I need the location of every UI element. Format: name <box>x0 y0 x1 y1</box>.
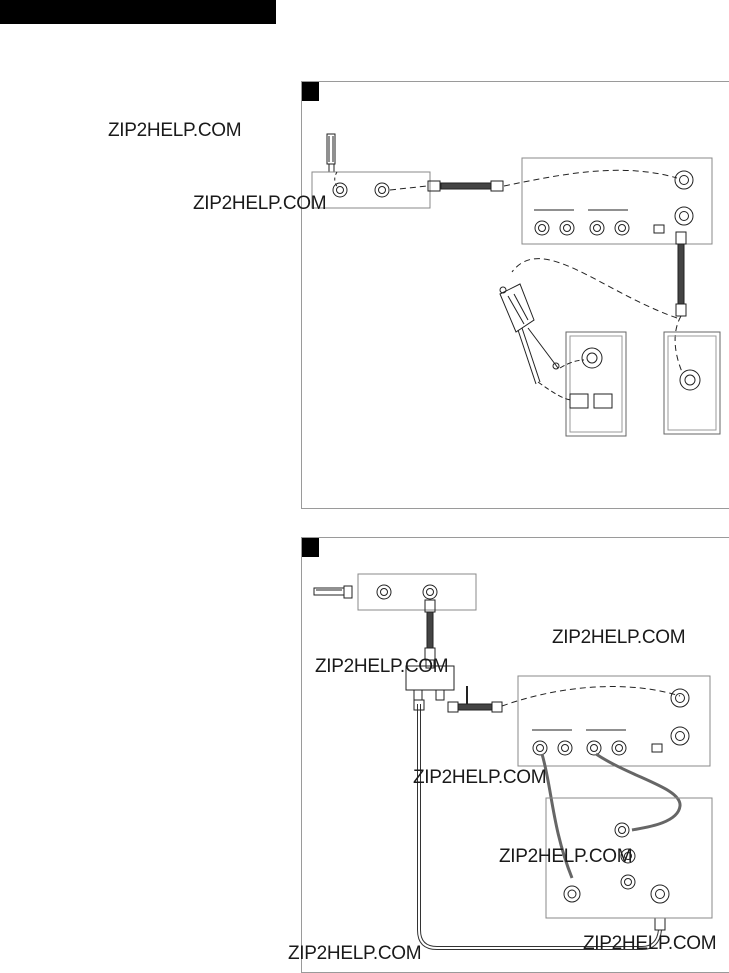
signal-splitter-icon <box>405 659 468 706</box>
watermark-text: ZIP2HELP.COM <box>108 120 242 141</box>
coax-cable-icon <box>447 701 503 713</box>
coax-plug-icon <box>326 133 336 173</box>
watermark-text: ZIP2HELP.COM <box>193 193 327 214</box>
watermark-text: ZIP2HELP.COM <box>552 627 686 648</box>
header-bar <box>0 0 276 24</box>
wall-plate-right <box>663 331 721 435</box>
coax-cable-icon <box>427 180 504 192</box>
watermark-text: ZIP2HELP.COM <box>583 933 717 954</box>
watermark-text: ZIP2HELP.COM <box>315 656 449 677</box>
coax-cable-icon <box>675 231 687 317</box>
diagram-panel-1 <box>301 81 729 509</box>
panel-2-diagram <box>313 573 713 950</box>
diagram-panel-2 <box>301 537 729 973</box>
panel-1-diagram <box>311 133 721 437</box>
coax-cable-icon <box>424 599 436 661</box>
panel-marker-1 <box>302 82 319 101</box>
antenna-input-panel <box>311 171 431 209</box>
tv-back-panel <box>545 797 713 919</box>
watermark-text: ZIP2HELP.COM <box>499 846 633 867</box>
coax-plug-icon <box>313 585 353 599</box>
wall-plate-left <box>565 331 627 437</box>
antenna-input-panel <box>357 573 477 611</box>
watermark-text: ZIP2HELP.COM <box>288 943 422 964</box>
telephone-splitter-icon <box>499 283 560 385</box>
vcr-back-panel <box>521 157 713 245</box>
panel-marker-2 <box>302 538 319 557</box>
watermark-text: ZIP2HELP.COM <box>413 767 547 788</box>
